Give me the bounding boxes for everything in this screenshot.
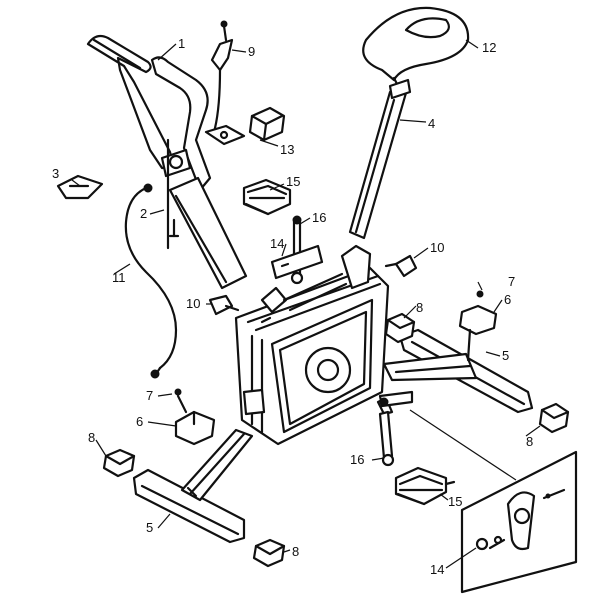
callout-7-left: 7 [146,388,153,403]
callout-8-left-lower: 8 [292,544,299,559]
end-cap-left-upper [102,448,136,478]
callout-5-right: 5 [502,348,509,363]
callout-labels: 1 2 3 4 5 5 6 6 7 7 8 8 8 8 9 10 10 11 1… [52,36,533,577]
callout-2: 2 [140,206,147,221]
crank-pin-lower [376,390,414,467]
callout-3: 3 [52,166,59,181]
callout-16-lower: 16 [350,452,364,467]
crank-plate-upper [270,244,324,280]
callout-13: 13 [280,142,294,157]
callout-1: 1 [178,36,185,51]
callout-12: 12 [482,40,496,55]
callout-15-lower: 15 [448,494,462,509]
tension-knob [204,106,286,146]
rear-stabilizer [382,328,534,414]
end-cap-left-lower [252,538,286,568]
callout-11: 11 [112,270,126,285]
bracket-left [174,388,216,446]
callout-10-left: 10 [186,296,200,311]
pedal-lower [394,466,456,506]
grip-cover [56,174,104,200]
frame-housing [234,244,390,446]
adjust-knob-left [208,294,240,316]
adjust-knob-right [384,254,418,278]
end-cap-right-lower [538,402,570,434]
seat [362,6,470,92]
handlebar-post [160,138,248,290]
callout-14-lower: 14 [430,562,444,577]
end-cap-right-upper [384,312,416,344]
callout-8-right-upper: 8 [416,300,423,315]
callout-6-right: 6 [504,292,511,307]
bracket-right [458,290,498,362]
callout-14-upper: 14 [270,236,284,251]
pedal-upper [242,178,292,216]
cable-bracket [210,20,234,134]
callout-7-right: 7 [508,274,515,289]
callout-4: 4 [428,116,435,131]
callout-8-right-lower: 8 [526,434,533,449]
front-stabilizer [132,428,254,544]
tension-cable [124,183,178,379]
callout-16-upper: 16 [312,210,326,225]
callout-15-upper: 15 [286,174,300,189]
handlebar [86,34,212,192]
callout-6-left: 6 [136,414,143,429]
callout-10-right: 10 [430,240,444,255]
callout-9: 9 [248,44,255,59]
crank-detail-inset [409,409,578,594]
leader-lines [71,39,541,569]
callout-5-left: 5 [146,520,153,535]
seat-post [348,78,412,240]
callout-8-left-upper: 8 [88,430,95,445]
